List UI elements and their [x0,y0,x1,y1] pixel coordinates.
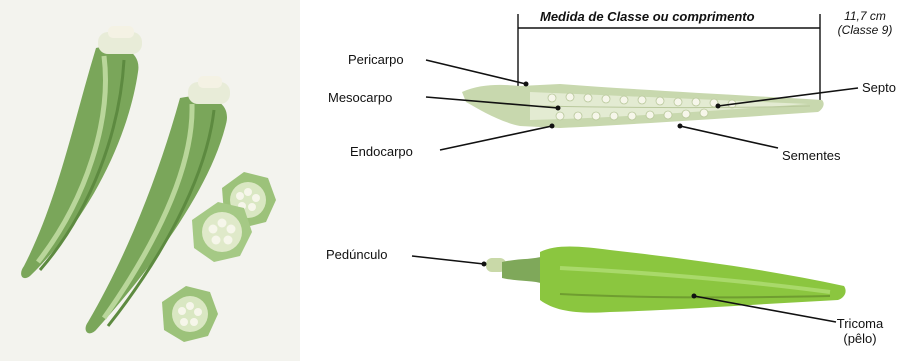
endocarpo-arrow [440,126,552,150]
sementes-arrow [680,126,778,148]
label-septo: Septo [862,80,896,95]
label-pedunculo: Pedúnculo [326,247,387,262]
measurement-length: 11,7 cm [830,9,900,23]
measurement-value: 11,7 cm (Classe 9) [830,9,900,37]
measurement-title: Medida de Classe ou comprimento [540,9,820,24]
okra-longitudinal-section [462,84,824,128]
label-mesocarpo: Mesocarpo [328,90,392,105]
label-tricoma-text: Tricoma [832,316,888,331]
measurement-class: (Classe 9) [830,23,900,37]
okra-whole-pod [486,247,846,313]
pedunculo-arrow [412,256,484,264]
label-endocarpo: Endocarpo [350,144,413,159]
label-tricoma: Tricoma (pêlo) [832,316,888,346]
label-pericarpo: Pericarpo [348,52,404,67]
label-tricoma-note: (pêlo) [832,331,888,346]
label-sementes: Sementes [782,148,841,163]
pericarpo-arrow [426,60,526,84]
